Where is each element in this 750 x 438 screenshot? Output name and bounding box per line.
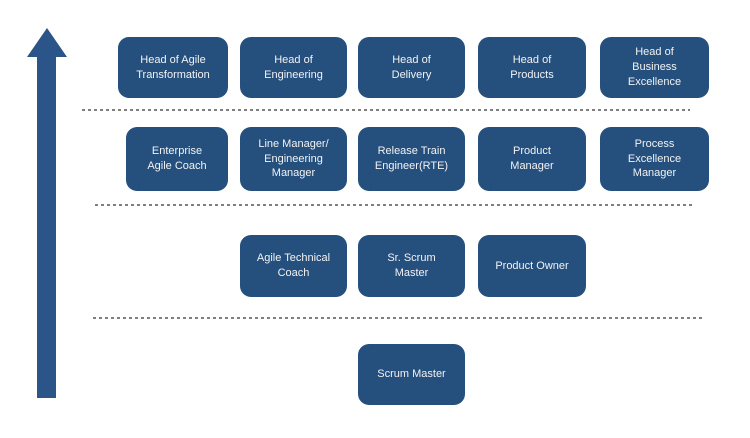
level-separator-middle	[95, 204, 695, 206]
role-box-head-of-agile-transformation: Head of Agile Transformation	[118, 37, 228, 98]
role-box-release-train-engineer: Release Train Engineer(RTE)	[358, 127, 465, 191]
role-box-head-of-products: Head of Products	[478, 37, 586, 98]
role-box-head-of-delivery: Head of Delivery	[358, 37, 465, 98]
role-box-sr-scrum-master: Sr. Scrum Master	[358, 235, 465, 297]
role-box-enterprise-agile-coach: Enterprise Agile Coach	[126, 127, 228, 191]
upward-growth-arrow-icon	[27, 28, 67, 398]
role-box-head-of-engineering: Head of Engineering	[240, 37, 347, 98]
role-box-scrum-master: Scrum Master	[358, 344, 465, 405]
role-box-product-manager: Product Manager	[478, 127, 586, 191]
role-box-process-excellence-manager: Process Excellence Manager	[600, 127, 709, 191]
role-box-product-owner: Product Owner	[478, 235, 586, 297]
level-separator-bottom	[93, 317, 705, 319]
role-box-agile-technical-coach: Agile Technical Coach	[240, 235, 347, 297]
role-box-line-manager-engineering-manager: Line Manager/ Engineering Manager	[240, 127, 347, 191]
role-box-head-of-business-excellence: Head of Business Excellence	[600, 37, 709, 98]
level-separator-top	[82, 109, 690, 111]
